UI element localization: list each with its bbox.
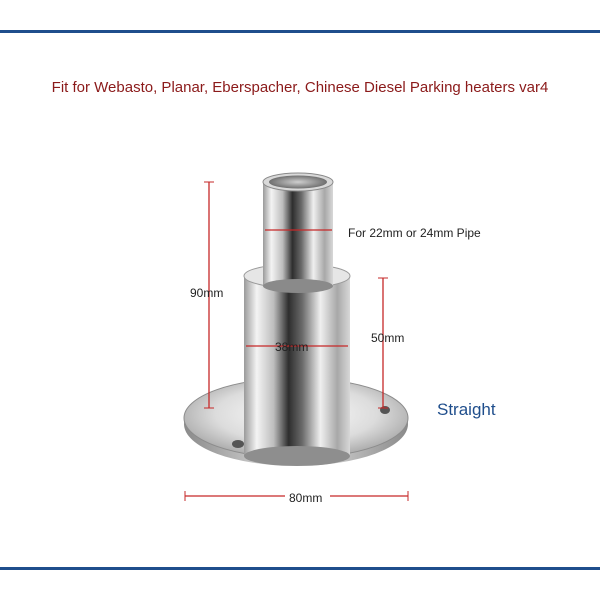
- upper-pipe: [262, 172, 334, 293]
- mounting-hole-right: [380, 406, 390, 414]
- base-diameter-arrow: [184, 491, 409, 501]
- top-frame-line: [0, 30, 600, 33]
- product-title: Fit for Webasto, Planar, Eberspacher, Ch…: [51, 79, 549, 96]
- height-total-arrow: [204, 181, 214, 409]
- height-total-label: 90mm: [190, 286, 224, 300]
- mounting-hole-left: [232, 440, 244, 448]
- height-lower-arrow: [378, 277, 388, 409]
- pipe-size-note: For 22mm or 24mm Pipe: [348, 226, 481, 240]
- lower-diameter-label: 38mm: [275, 340, 309, 354]
- height-lower-label: 50mm: [371, 331, 405, 345]
- lower-cylinder: [243, 263, 351, 466]
- base-diameter-label: 80mm: [289, 491, 323, 505]
- bottom-frame-line: [0, 567, 600, 570]
- variant-label: Straight: [437, 400, 496, 419]
